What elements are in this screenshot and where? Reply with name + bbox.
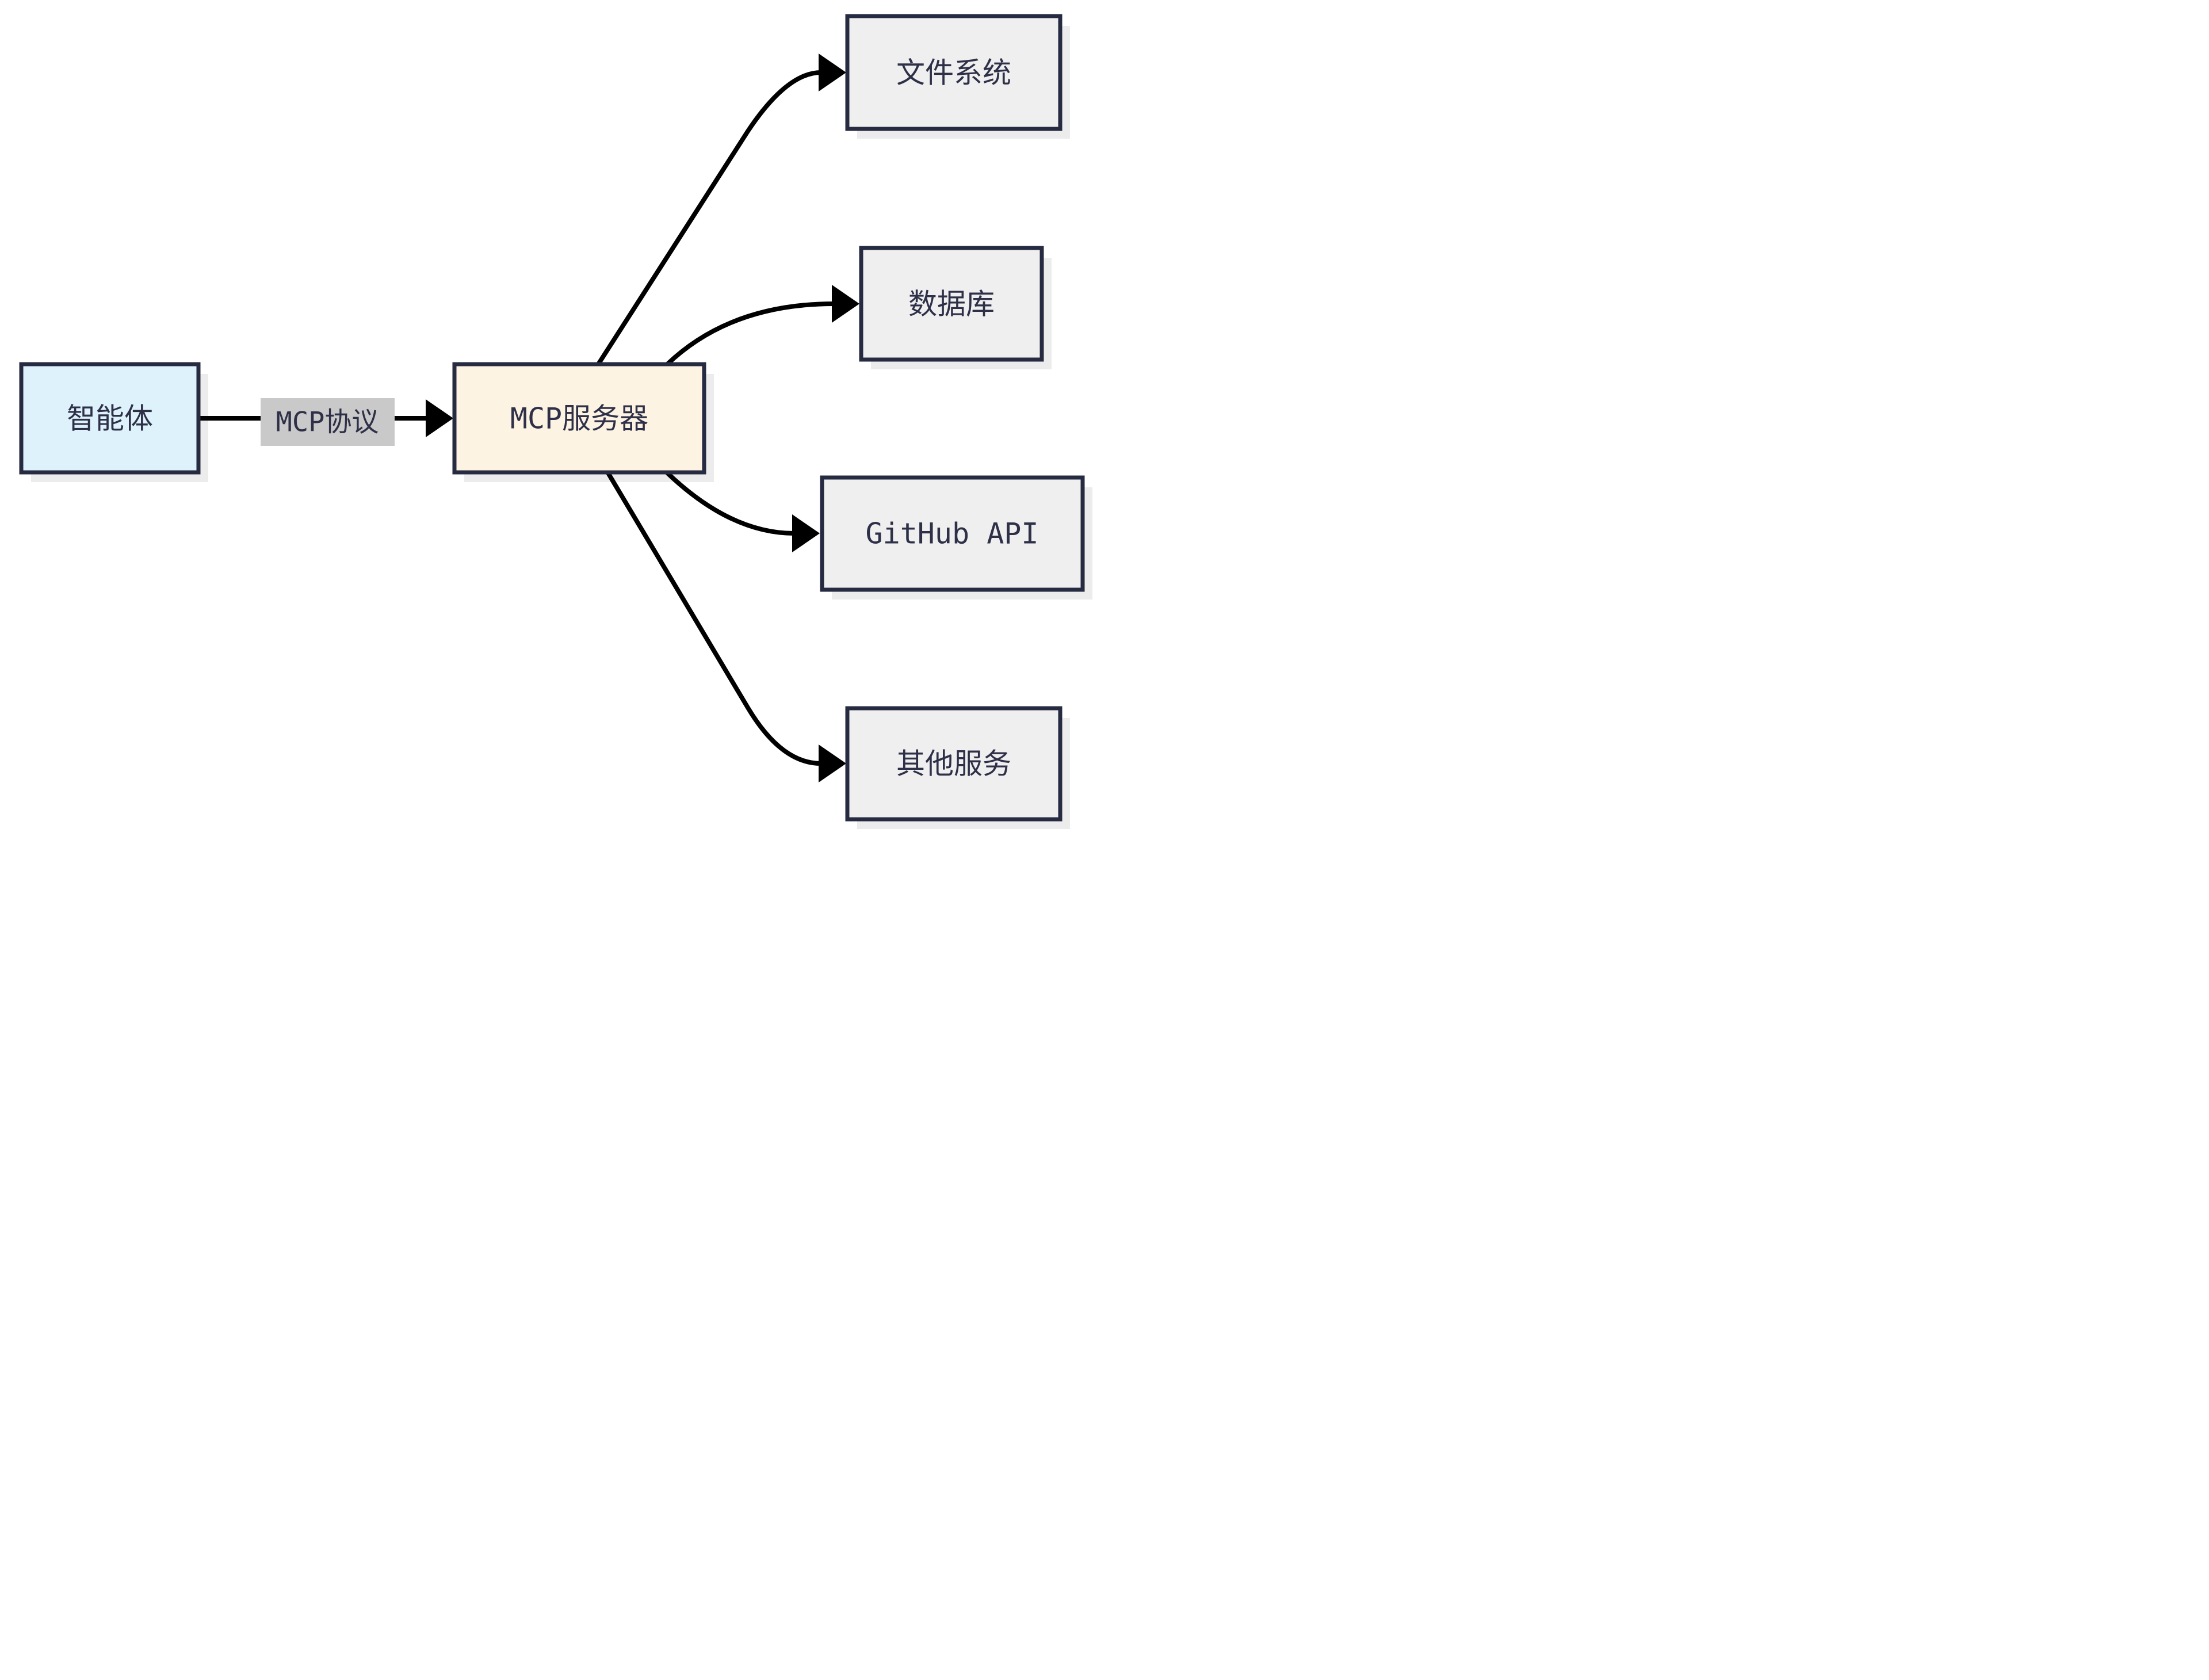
diagram-canvas: MCP协议 智能体 MCP服务器 文件系统 数据库 GitHub API 其他服… [19, 14, 1092, 829]
node-github-api-label: GitHub API [865, 517, 1038, 551]
node-agent: 智能体 [19, 362, 201, 475]
node-mcp-server-box [452, 362, 706, 475]
edge-mcp-server-to-file-system [596, 54, 846, 366]
edge-label-mcp-protocol: MCP协议 [261, 398, 395, 446]
edge-mcp-server-to-other-services-line [606, 471, 821, 766]
node-agent-label: 智能体 [67, 402, 153, 436]
node-file-system: 文件系统 [845, 14, 1063, 131]
node-other-services-label: 其他服务 [896, 747, 1011, 781]
edge-label-mcp-protocol-bg [261, 398, 395, 446]
edge-mcp-server-to-file-system-line [596, 70, 821, 366]
node-mcp-server: MCP服务器 [452, 362, 706, 475]
edge-mcp-server-to-github-api-line [666, 471, 795, 536]
node-file-system-box [845, 14, 1063, 131]
edge-mcp-server-to-github-api [666, 471, 820, 552]
edge-label-mcp-protocol-text: MCP协议 [276, 406, 379, 438]
edge-mcp-server-to-file-system-arrowhead-icon [819, 54, 846, 91]
edge-mcp-server-to-other-services-arrowhead-icon [819, 744, 846, 782]
edge-agent-to-mcp-server-arrowhead-icon [426, 399, 453, 437]
node-mcp-server-label: MCP服务器 [510, 402, 648, 436]
edge-mcp-server-to-database-line [666, 301, 835, 366]
node-github-api: GitHub API [820, 475, 1085, 592]
node-other-services: 其他服务 [845, 706, 1063, 822]
node-agent-box [19, 362, 201, 475]
edge-mcp-server-to-database [666, 285, 859, 366]
node-file-system-label: 文件系统 [896, 56, 1011, 90]
node-other-services-box [845, 706, 1063, 822]
node-database-label: 数据库 [908, 288, 995, 321]
edge-mcp-server-to-github-api-arrowhead-icon [792, 514, 820, 552]
node-database-box [859, 246, 1044, 362]
node-github-api-box [820, 475, 1085, 592]
diagram-stage: MCP协议 智能体 MCP服务器 文件系统 数据库 GitHub API 其他服… [0, 0, 1104, 840]
node-database: 数据库 [859, 246, 1044, 362]
edge-mcp-server-to-database-arrowhead-icon [832, 285, 859, 323]
edge-mcp-server-to-other-services [606, 471, 846, 782]
